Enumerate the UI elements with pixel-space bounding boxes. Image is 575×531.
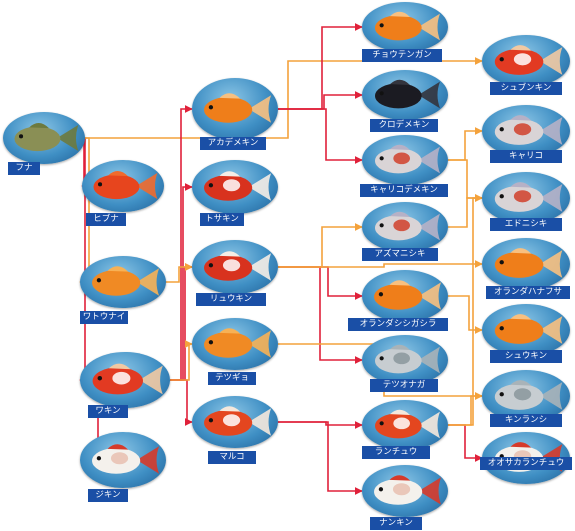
calico-fish-icon [482,105,570,157]
node-label: ヒブナ [86,213,126,226]
node-label: オランダシシガシラ [348,318,448,331]
edge-azumanishiki-to-edonishiki [448,194,483,228]
node-label: チョウテンガン [362,49,442,62]
black-fish-icon [362,70,448,120]
red-white-fish-icon [192,396,278,448]
edge-maruko-to-nankin [278,421,363,495]
red-fish-icon [82,160,164,212]
calico-fish-icon [362,202,448,252]
carp-icon [3,112,85,164]
node-label: オランダハナフサ [486,286,570,299]
node-label: シュブンキン [490,82,562,95]
node-label: キンランシ [490,414,562,427]
node-label: アカデメキン [200,137,266,150]
edge-ryukin-to-azumanishiki [278,223,363,268]
red-white-fish-icon [80,352,170,408]
edge-kyarikodemekin-to-kyariko [448,127,483,161]
node-label: シュウキン [490,350,562,363]
orange-fish-icon [192,78,278,140]
node-label: ランチュウ [362,446,430,459]
node-label: マルコ [208,451,256,464]
node-label: ワキン [88,405,128,418]
node-label: ジキン [88,489,128,502]
edge-kyarikodemekin-to-edonishiki [448,159,483,202]
orange-fish-icon [80,256,166,308]
white-fish-icon [80,432,166,488]
node-label: ワトウナイ [80,311,128,324]
node-label: リュウキン [196,293,266,306]
edge-ranchu-to-edonishiki [448,194,483,426]
orange-fish-icon [192,318,278,370]
red-white-fish-icon [362,400,448,450]
node-label: オオサカランチュウ [480,457,572,470]
edge-watonai-to-ryukin [166,263,193,283]
edge-wakin-to-tetsugyo [170,340,193,381]
silver-fish-icon [362,335,448,385]
calico-fish-icon [362,135,448,185]
edge-akademekin-to-kyarikodemekin [278,108,363,164]
node-label: フナ [8,162,40,175]
edge-akademekin-to-chotengan [278,23,363,110]
node-label: テツオナガ [370,379,438,392]
orange-fish-icon [362,270,448,322]
red-white-fish-icon [192,240,278,294]
edge-ranchu-to-osakaranchu [448,424,483,462]
edge-ryukin-to-tetsuonaga [278,266,363,364]
silver-fish-icon [482,370,570,422]
white-fish-icon [362,465,448,517]
red-white-fish-icon [192,160,278,214]
node-label: トサキン [200,213,244,226]
node-label: テツギョ [208,372,256,385]
edge-ryukin-to-orandahanafusa [278,260,483,268]
edge-akademekin-to-kurodemekin [278,91,363,110]
orange-fish-icon [482,304,570,356]
orange-fish-icon [362,2,448,52]
node-label: アズマニシキ [362,248,438,261]
edge-wakin-to-maruko [170,379,193,426]
edge-orandashishigashira-to-shukin [448,295,483,334]
orange-fish-icon [482,238,570,290]
red-white-fish-icon [482,35,570,87]
edge-wakin-to-akademekin [170,105,193,381]
node-label: キャリコデメキン [360,184,448,197]
node-label: キャリコ [490,150,562,163]
calico-fish-icon [482,172,570,224]
node-label: エドニシキ [490,218,562,231]
node-label: クロデメキン [370,119,438,132]
node-label: ナンキン [370,517,422,530]
edge-ranchu-to-kinranshi [448,392,483,426]
